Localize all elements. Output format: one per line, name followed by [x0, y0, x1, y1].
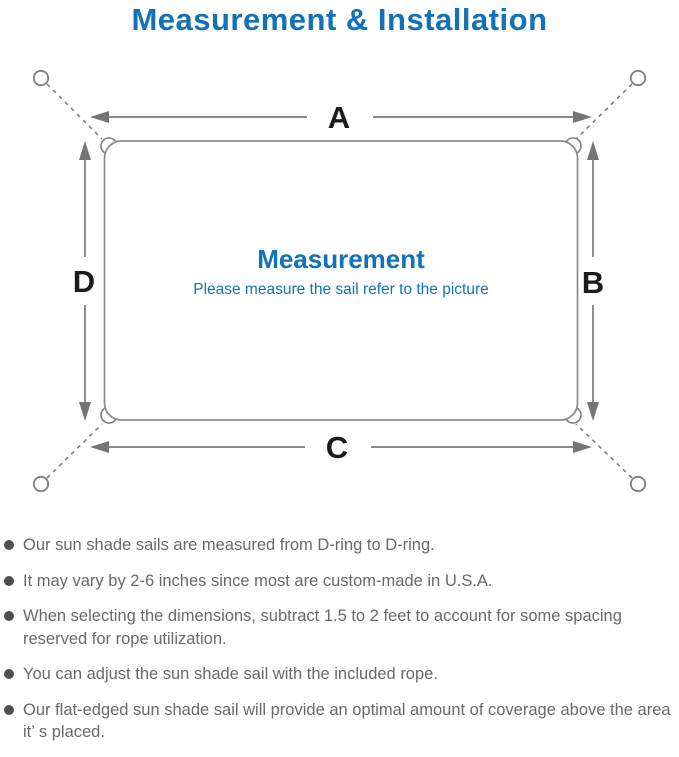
- sail-caption: Measurement Please measure the sail refe…: [104, 244, 578, 299]
- arrow-left-icon: [90, 111, 109, 123]
- anchor-ring-icon: [32, 475, 50, 493]
- dimension-label-d: D: [73, 264, 95, 299]
- bullet-icon: [4, 575, 14, 586]
- note-text: Our sun shade sails are measured from D-…: [23, 536, 435, 554]
- rope-bottom-right: [575, 423, 633, 479]
- arrow-down-icon: [587, 402, 599, 421]
- note-text: It may vary by 2-6 inches since most are…: [23, 571, 493, 590]
- rope-bottom-left: [46, 423, 103, 479]
- note-text: Our flat-edged sun shade sail will provi…: [23, 700, 671, 742]
- anchor-rings: [32, 69, 647, 493]
- measurement-diagram: A B C D: [32, 69, 647, 493]
- list-item: When selecting the dimensions, subtract …: [0, 605, 679, 650]
- arrow-right-icon: [573, 441, 592, 453]
- dimension-label-a: A: [328, 100, 350, 135]
- dimension-arrowheads: [79, 111, 599, 453]
- sail-caption-title: Measurement: [257, 244, 425, 274]
- bullet-icon: [4, 611, 14, 621]
- rope-top-right: [575, 83, 633, 140]
- arrow-left-icon: [90, 441, 109, 453]
- dimension-label-b: B: [582, 265, 604, 300]
- arrow-right-icon: [573, 111, 592, 123]
- anchor-ring-icon: [629, 475, 647, 493]
- sail-outline: [103, 140, 579, 421]
- dimension-lines: [84, 116, 594, 448]
- list-item: It may vary by 2-6 inches since most are…: [0, 570, 679, 593]
- notes-list: Our sun shade sails are measured from D-…: [0, 534, 679, 757]
- anchor-ring-icon: [32, 69, 50, 87]
- list-item: Our sun shade sails are measured from D-…: [0, 534, 679, 557]
- bullet-icon: [4, 540, 14, 550]
- arrow-up-icon: [587, 141, 599, 160]
- arrow-down-icon: [79, 402, 91, 421]
- note-text: When selecting the dimensions, subtract …: [23, 607, 622, 648]
- anchor-ring-icon: [629, 69, 647, 87]
- rope-top-left: [46, 83, 103, 140]
- note-text: You can adjust the sun shade sail with t…: [23, 665, 438, 683]
- bullet-icon: [4, 704, 14, 715]
- sail-caption-subtitle: Please measure the sail refer to the pic…: [193, 281, 489, 298]
- page-title: Measurement & Installation: [131, 2, 548, 37]
- dimension-label-c: C: [326, 430, 348, 465]
- list-item: Our flat-edged sun shade sail will provi…: [0, 699, 679, 744]
- bullet-icon: [4, 669, 14, 679]
- list-item: You can adjust the sun shade sail with t…: [0, 663, 679, 686]
- arrow-up-icon: [79, 141, 91, 160]
